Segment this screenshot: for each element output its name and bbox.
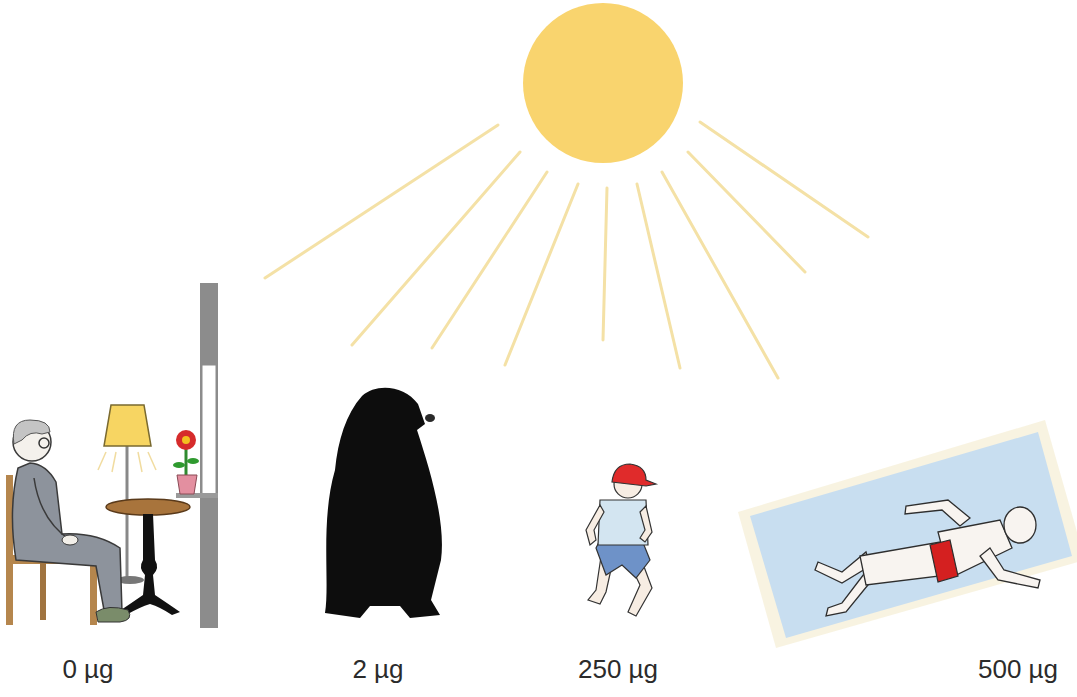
veiled-woman — [325, 388, 442, 618]
indoor-scene — [6, 283, 218, 628]
dose-label: 500 µg — [978, 654, 1058, 685]
dose-label: 2 µg — [352, 654, 403, 685]
sunbather — [738, 420, 1077, 648]
sun-rays — [265, 122, 868, 378]
child — [586, 464, 656, 616]
sun — [523, 3, 683, 163]
dose-label: 250 µg — [578, 654, 658, 685]
dose-label: 0 µg — [62, 654, 113, 685]
